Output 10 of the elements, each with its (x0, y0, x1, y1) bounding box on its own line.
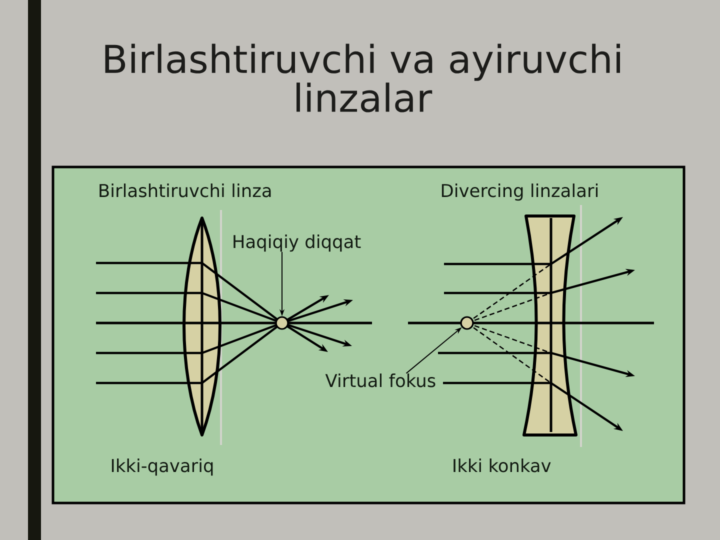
lens-label: Ikki-qavariq (112, 458, 213, 476)
lens-label: Ikki konkav (454, 458, 551, 472)
callout-label: Virtual fokus (325, 374, 436, 388)
lens-label: Divercing linzalari (442, 184, 598, 201)
panel (52, 166, 686, 504)
focus-point (275, 316, 289, 330)
callout-label: Haqiqiy diqqat (234, 234, 361, 252)
focus-point (460, 316, 474, 330)
lens-label: Birlashtiruvchi linza (100, 184, 271, 198)
slide-title: Birlashtiruvchi va ayiruvchi linzalar (105, 44, 620, 112)
